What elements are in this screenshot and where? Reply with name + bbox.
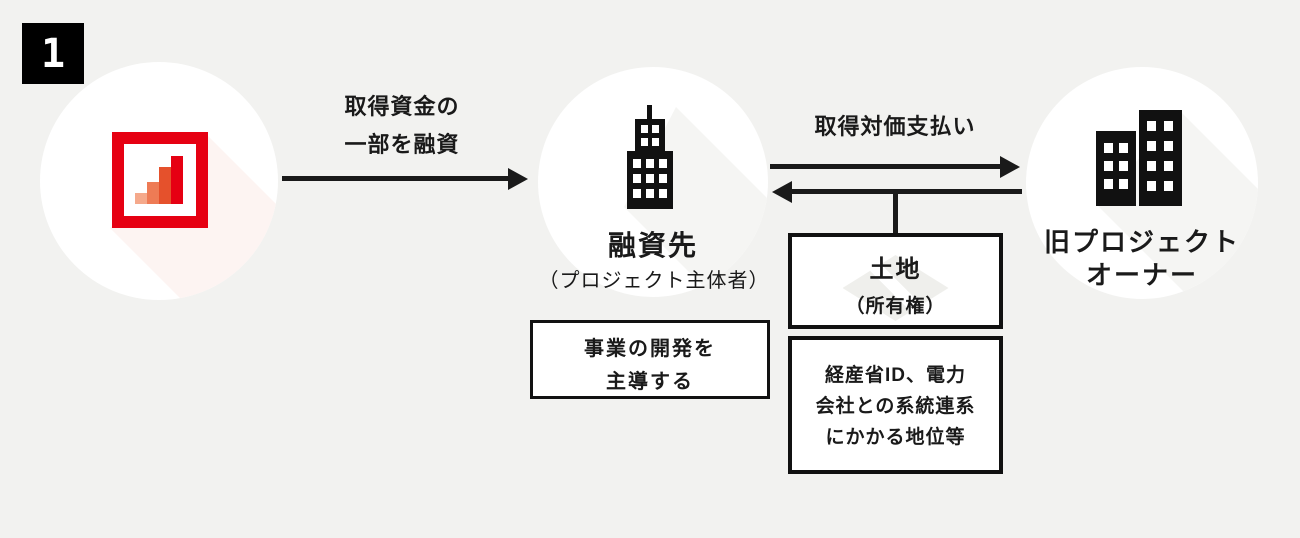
dev-role-line1: 事業の開発を — [584, 338, 716, 360]
rights-box: 経産省ID、電力 会社との系統連系 にかかる地位等 — [788, 336, 1003, 474]
handover-arrow-line — [790, 189, 1022, 194]
loan-label-line1: 取得資金の — [344, 94, 460, 119]
dev-role-line2: 主導する — [606, 371, 694, 393]
logo-bar-4 — [171, 156, 183, 204]
twin-buildings-icon — [1096, 110, 1182, 206]
node-borrower-circle — [538, 67, 768, 297]
old-owner-title-line1: 旧プロジェクト — [1043, 227, 1240, 257]
node-old-owner-circle — [1026, 67, 1258, 299]
land-box-subtitle: （所有権） — [845, 296, 946, 317]
office-building-icon — [627, 105, 673, 209]
borrower-subtitle: （プロジェクト主体者） — [538, 270, 770, 292]
old-owner-title: 旧プロジェクト オーナー — [1022, 226, 1262, 292]
borrower-title: 融資先 — [607, 230, 698, 261]
logo-bar-3 — [159, 167, 171, 204]
loan-arrow-head-icon — [508, 168, 528, 190]
land-box-title: 土地 — [869, 256, 922, 283]
loan-label-line2: 一部を融資 — [344, 132, 460, 157]
payment-arrow-label: 取得対価支払い — [814, 114, 976, 139]
old-owner-title-line2: オーナー — [1085, 260, 1198, 290]
rights-line1: 経産省ID、電力 — [824, 365, 966, 386]
node-lender-circle — [40, 62, 278, 300]
step-number-badge: 1 — [22, 23, 84, 84]
logo-bar-2 — [147, 182, 159, 204]
dev-role-box: 事業の開発を 主導する — [530, 320, 770, 399]
rights-line2: 会社との系統連系 — [815, 396, 976, 417]
bar-chart-logo-icon — [112, 132, 208, 228]
payment-arrow-head-icon — [1000, 156, 1020, 178]
step-number: 1 — [40, 30, 66, 77]
handover-arrow-head-icon — [772, 181, 792, 203]
handover-branch-line — [893, 191, 898, 235]
loan-arrow-line — [282, 176, 510, 181]
logo-bar-1 — [135, 193, 147, 204]
rights-line3: にかかる地位等 — [825, 427, 966, 448]
payment-arrow-line — [770, 164, 1002, 169]
loan-arrow-label: 取得資金の 一部を融資 — [292, 88, 512, 164]
land-box: 土地 （所有権） — [788, 233, 1003, 329]
